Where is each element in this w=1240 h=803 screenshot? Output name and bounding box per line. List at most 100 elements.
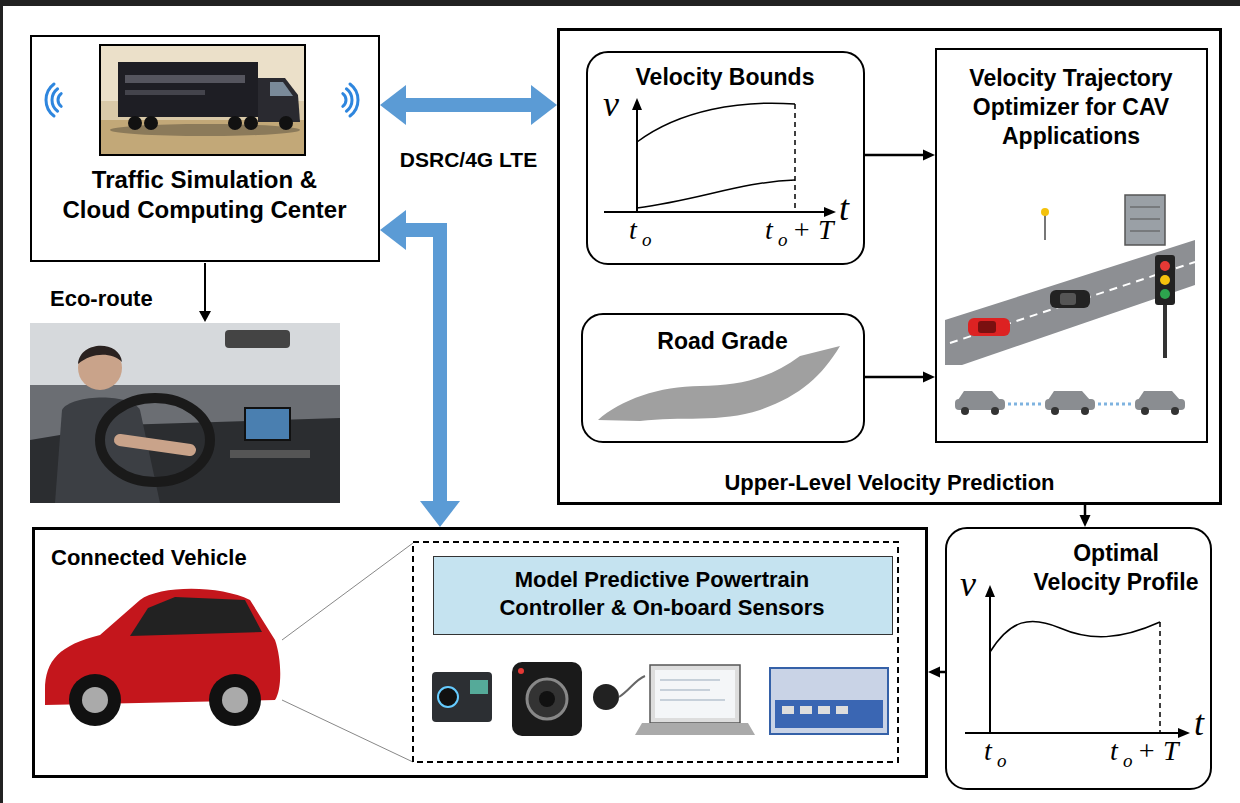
subscript: o xyxy=(642,230,652,249)
node-text: Connected Vehicle xyxy=(51,544,451,572)
page-frame xyxy=(0,0,3,803)
car-picture xyxy=(222,687,248,713)
cav-illustration xyxy=(945,240,1195,365)
cav-illustration xyxy=(1171,407,1179,415)
truck-picture xyxy=(125,75,245,83)
sensor-devices xyxy=(518,668,524,674)
velocity-bounds-chart xyxy=(604,98,836,217)
cav-illustration xyxy=(1160,261,1170,271)
driver-photo xyxy=(225,330,290,348)
axis-label: v xyxy=(603,86,619,122)
cav-illustration xyxy=(978,321,996,333)
wireless-link-arrow xyxy=(380,85,557,125)
wireless-symbol xyxy=(52,89,58,111)
wireless-symbol xyxy=(343,94,346,107)
velocity-bounds-chart xyxy=(632,98,642,110)
sensor-devices xyxy=(635,723,755,735)
flow-arrow xyxy=(865,372,935,383)
edge-label: DSRC/4G LTE xyxy=(400,147,537,172)
truck-picture xyxy=(100,45,305,155)
optimal-profile-chart xyxy=(1178,728,1190,738)
wireless-symbol xyxy=(350,84,358,116)
driver-photo xyxy=(100,398,210,482)
driver-photo xyxy=(30,323,340,503)
cav-illustration xyxy=(1050,290,1090,308)
cav-illustration xyxy=(1098,403,1132,406)
velocity-bounds-chart xyxy=(604,211,826,213)
controller-box: Model Predictive Powertrain Controller &… xyxy=(433,556,893,635)
time-label: + T xyxy=(1137,737,1178,765)
zoom-lines xyxy=(282,543,413,640)
node-text: Velocity Trajectory Optimizer for CAV Ap… xyxy=(951,64,1191,150)
sensor-devices xyxy=(512,662,582,736)
driver-photo xyxy=(245,408,290,440)
cav-illustration xyxy=(1125,195,1165,245)
node-text: Velocity Bounds xyxy=(588,63,862,92)
connector-line xyxy=(865,154,925,157)
dashed-frame xyxy=(413,542,898,762)
sensor-devices xyxy=(660,690,710,691)
cav-illustration xyxy=(1048,391,1090,400)
subscript: o xyxy=(1123,751,1133,770)
truck-picture xyxy=(128,116,142,130)
time-label: t xyxy=(984,737,992,765)
truck-picture xyxy=(228,116,242,130)
truck-picture xyxy=(244,116,258,130)
sensor-devices xyxy=(800,706,812,714)
cav-illustration xyxy=(1051,407,1059,415)
sensor-devices xyxy=(650,665,740,723)
flow-arrow xyxy=(1080,505,1091,527)
vehicle-box: Connected VehicleModel Predictive Powert… xyxy=(32,527,928,778)
truck-picture xyxy=(270,82,293,96)
sensor-devices xyxy=(782,706,794,714)
prediction-panel: Upper-Level Velocity Prediction Velocity … xyxy=(557,28,1222,505)
eco-route-arrow xyxy=(199,311,211,322)
axis-label: v xyxy=(960,566,976,602)
car-picture xyxy=(130,597,262,636)
truck-picture xyxy=(144,116,158,130)
road-grade-shape xyxy=(598,346,840,421)
cav-illustration xyxy=(1160,289,1170,299)
truck-picture xyxy=(279,116,293,130)
node-text: Traffic Simulation & Cloud Computing Cen… xyxy=(58,165,351,225)
car-picture xyxy=(209,674,261,726)
sensor-devices xyxy=(539,691,555,707)
sensor-devices xyxy=(438,687,458,707)
node-text: Upper-Level Velocity Prediction xyxy=(560,469,1219,497)
time-label: t xyxy=(1110,737,1118,765)
eco-route-arrow xyxy=(199,263,211,322)
axis-label: t xyxy=(1194,705,1204,741)
velocity-bounds-chart xyxy=(637,180,795,208)
cav-illustration xyxy=(1081,407,1089,415)
cav-illustration xyxy=(958,391,1000,400)
sensor-devices xyxy=(836,706,848,714)
subscript: o xyxy=(778,230,788,249)
arrow-head xyxy=(420,501,460,527)
node-text: Optimal Velocity Profile xyxy=(1030,539,1202,597)
cav-illustration xyxy=(1160,275,1170,285)
wireless-symbol xyxy=(46,84,358,116)
sensor-devices xyxy=(432,672,492,722)
eco-route-arrow xyxy=(204,263,206,312)
sensor-devices xyxy=(775,700,883,728)
wireless-symbol xyxy=(46,84,54,116)
time-label: + T xyxy=(792,216,833,244)
optimal-profile-chart xyxy=(965,585,1190,738)
flow-arrow xyxy=(865,150,935,161)
driver-photo xyxy=(120,440,190,450)
cav-illustration xyxy=(1163,305,1167,358)
cav-illustration xyxy=(1008,403,1042,406)
sensor-devices xyxy=(619,676,645,697)
car-picture xyxy=(82,687,108,713)
car-picture xyxy=(69,674,121,726)
arrow-head xyxy=(923,372,935,383)
time-label: t xyxy=(765,216,773,244)
cav-illustration xyxy=(1060,293,1076,305)
arrow-head xyxy=(380,85,406,125)
optimal-profile-chart xyxy=(985,585,995,597)
zoom-lines xyxy=(282,700,413,762)
sensor-devices xyxy=(770,668,888,734)
arrow-head xyxy=(1080,515,1091,527)
